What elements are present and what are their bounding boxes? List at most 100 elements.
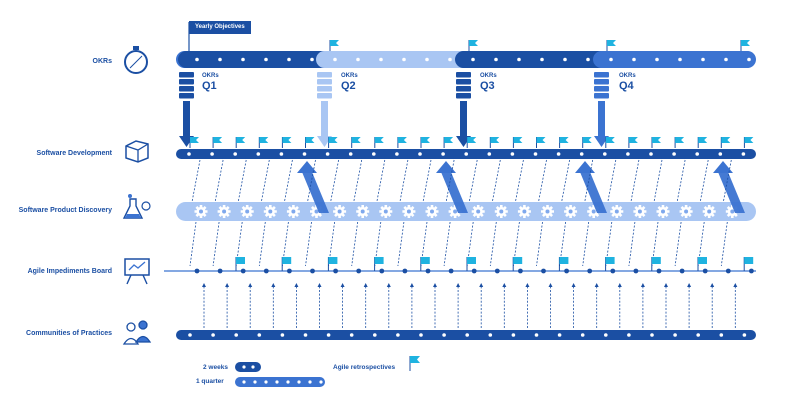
okr-track-dot [310,57,314,62]
okr-track-dot [678,57,682,62]
row-label-product-discovery: Software Product Discovery [18,207,112,214]
okr-track-dot [701,57,705,62]
impediment-dot [402,268,408,274]
sprint-retrospective-flag [259,137,269,143]
community-link-arrowhead [617,283,622,287]
community-link-arrowhead [456,283,461,287]
legend-two-weeks-swatch [235,362,261,372]
board-flag [559,257,569,264]
compass-icon-needle [129,55,143,69]
legend-one-quarter-dot [286,380,290,384]
discovery-gear-icon [286,205,300,218]
discovery-gear-icon [517,205,531,218]
sprint-retrospective-flag [421,137,430,143]
sprint-dot [187,152,191,156]
discovery-gear-icon [633,205,647,218]
board-flag [282,257,292,264]
quarter-label-q2: Q2 [341,80,356,92]
board-flag [420,257,430,264]
community-dot [511,333,516,337]
sprint-dot [718,152,723,156]
impediment-dot [587,268,593,274]
sprint-retrospective-flag [305,137,315,143]
discovery-to-board-link [720,221,728,267]
community-dot [419,333,423,337]
discovery-gear-icon [564,205,578,218]
community-dot [557,333,562,337]
impediment-dot [541,268,546,274]
board-icon-leg-right [142,274,148,285]
community-dot [465,333,470,337]
sprint-retrospective-flag [213,137,223,143]
sprint-dot [603,152,607,156]
dev-to-discovery-link [376,159,386,203]
community-link-arrowhead [294,283,299,287]
discovery-feedback-arrowhead [575,161,595,173]
community-dot [234,333,238,337]
discovery-to-board-link [674,221,682,267]
okr-stack-layer-q2 [317,79,332,85]
quarter-label-q1: Q1 [202,80,217,92]
discovery-gear-icon [240,205,254,218]
community-dot [303,333,308,337]
legend-one-quarter-swatch [235,377,325,387]
discovery-feedback-arrow [718,172,745,213]
community-link-arrowhead [433,283,437,287]
board-icon-leg-left [126,274,132,285]
people-icon-body-2 [134,335,152,343]
dev-to-discovery-link [214,159,224,203]
okr-down-arrow-shaft-q1 [183,101,190,138]
sprint-dot [256,152,261,156]
okr-quarter-segment-3 [455,51,607,68]
people-icon-body-1 [122,337,140,345]
okr-label-q4: OKRs [619,73,636,79]
sprint-dot [441,152,445,156]
sprint-dot [510,152,515,156]
impediment-dot [263,268,269,274]
okr-track-dot [747,57,751,62]
discovery-to-board-link [305,221,312,267]
impediment-dot [194,268,200,274]
community-link-arrowhead [664,283,668,287]
quarter-label-q3: Q3 [480,80,495,92]
discovery-to-board-link [212,221,220,267]
discovery-to-board-link [443,221,451,267]
community-link-arrowhead [571,283,576,287]
okr-track-dot [471,57,475,62]
community-link-arrowhead [271,283,276,287]
okr-track-dot [333,57,337,62]
sprint-retrospective-flag [698,137,708,143]
community-dot [650,333,654,337]
impediment-dot [749,268,754,274]
community-dot [349,333,354,337]
sprint-dot [279,152,284,156]
legend-two-weeks-dot [242,365,246,369]
row-label-communities: Communities of Practices [26,330,112,337]
okr-stack-layer-q2 [317,93,332,99]
impediment-dot [656,268,662,274]
okr-track-dot [494,57,498,62]
impediment-dot [494,268,500,274]
discovery-gear-icon [471,205,485,218]
community-dot [442,333,446,337]
flask-icon-bubble [141,201,151,211]
board-flag [328,257,338,264]
community-dot [627,333,631,337]
board-flag [467,257,476,264]
okr-track-dot [379,57,383,62]
dev-to-discovery-link [330,159,339,203]
legend-two-weeks-label: 2 weeks [203,364,228,371]
board-flag [374,257,384,264]
sprint-retrospective-flag [444,137,454,143]
sprint-dot [741,152,746,156]
dev-to-discovery-link [468,159,478,203]
okr-stack-layer-q1 [179,93,194,99]
community-link-arrowhead [363,283,368,287]
sprint-retrospective-flag [513,137,523,143]
community-dot [673,333,677,337]
discovery-to-board-link [582,221,590,267]
community-link-arrowhead [525,283,530,287]
sprint-dot [348,152,353,156]
legend-agile-retrospectives-label: Agile retrospectives [333,364,396,371]
